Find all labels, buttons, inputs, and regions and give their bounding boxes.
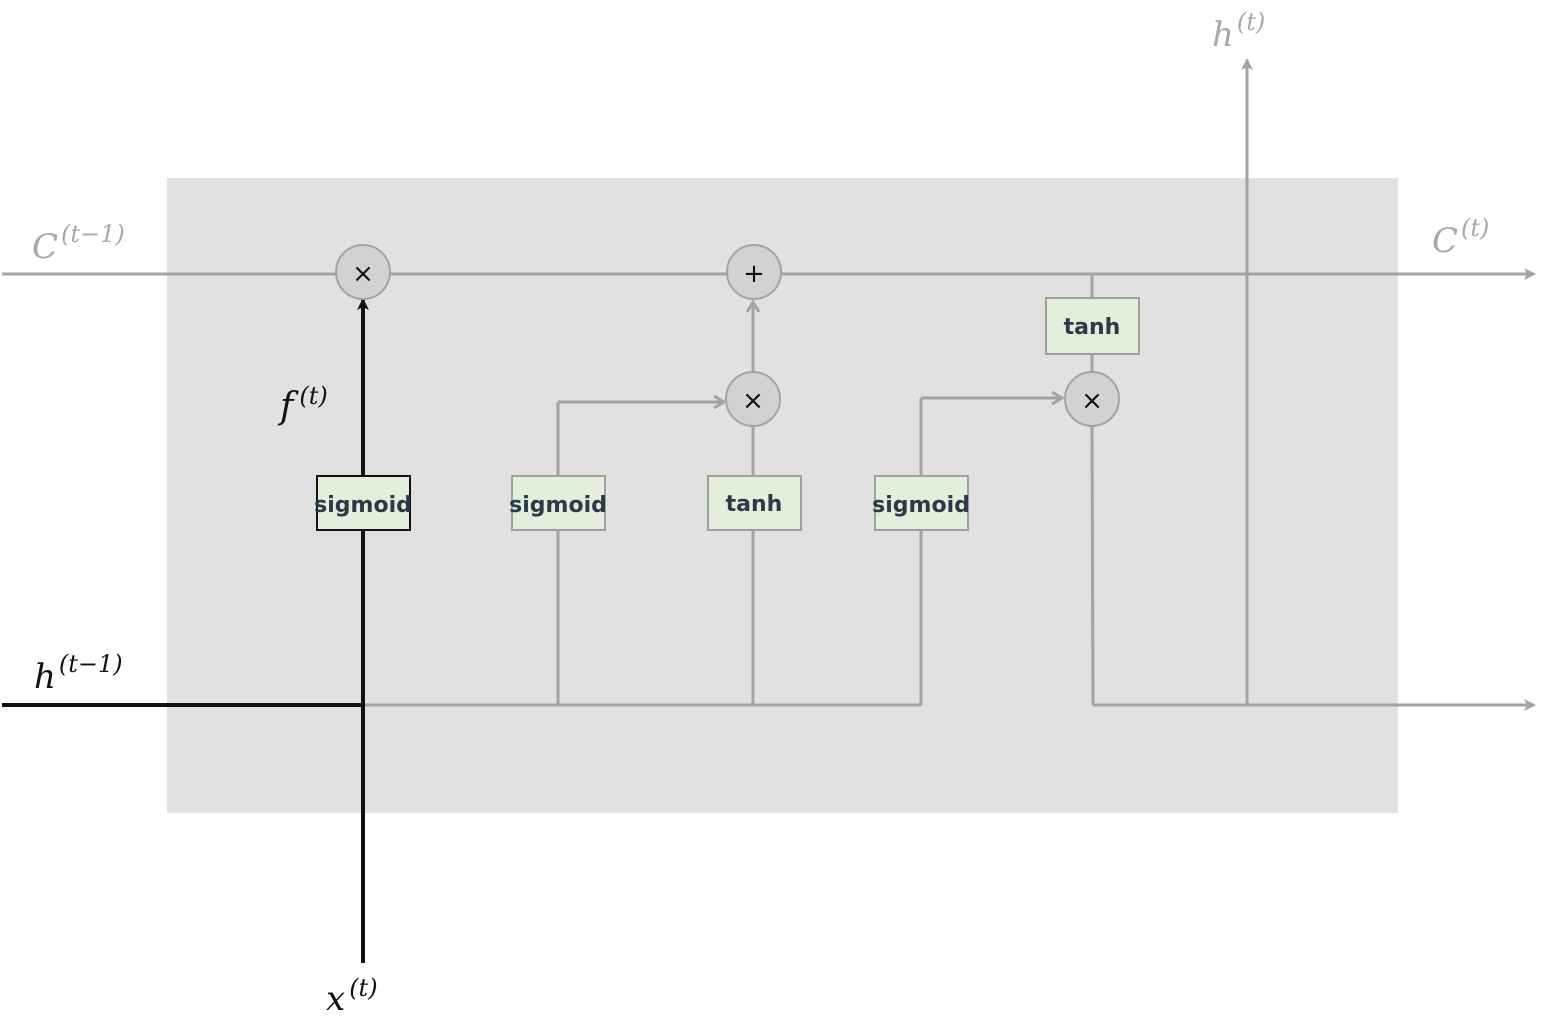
forget-gate-label: sigmoid [314, 493, 412, 518]
cell-state-in-label: C(t−1) [32, 220, 125, 267]
output-multiply-operator: × [1064, 371, 1120, 427]
input-multiply-operator: × [725, 371, 781, 427]
output-gate-label: sigmoid [872, 493, 970, 518]
input-gate-label: sigmoid [509, 493, 607, 518]
output-multiply-down-wire [1090, 425, 1095, 706]
forget-gate-box: sigmoid [314, 475, 412, 531]
multiply-icon: × [742, 386, 764, 416]
candidate-gate-label: tanh [726, 492, 783, 517]
cell-add-operator: + [726, 244, 782, 300]
multiply-icon: × [352, 259, 374, 289]
hidden-out-label: h(t) [1212, 8, 1265, 55]
hidden-in-label: h(t−1) [34, 650, 123, 697]
forget-multiply-operator: × [335, 244, 391, 300]
input-gate-box: sigmoid [509, 475, 607, 531]
cell-state-out-label: C(t) [1432, 214, 1489, 261]
output-gate-box: sigmoid [872, 475, 970, 531]
cell-tanh-box: tanh [1045, 297, 1140, 355]
input-x-label: x(t) [326, 974, 378, 1019]
multiply-icon: × [1081, 386, 1103, 416]
plus-icon: + [743, 259, 765, 289]
candidate-gate-box: tanh [707, 475, 802, 531]
cell-tanh-label: tanh [1064, 315, 1121, 340]
